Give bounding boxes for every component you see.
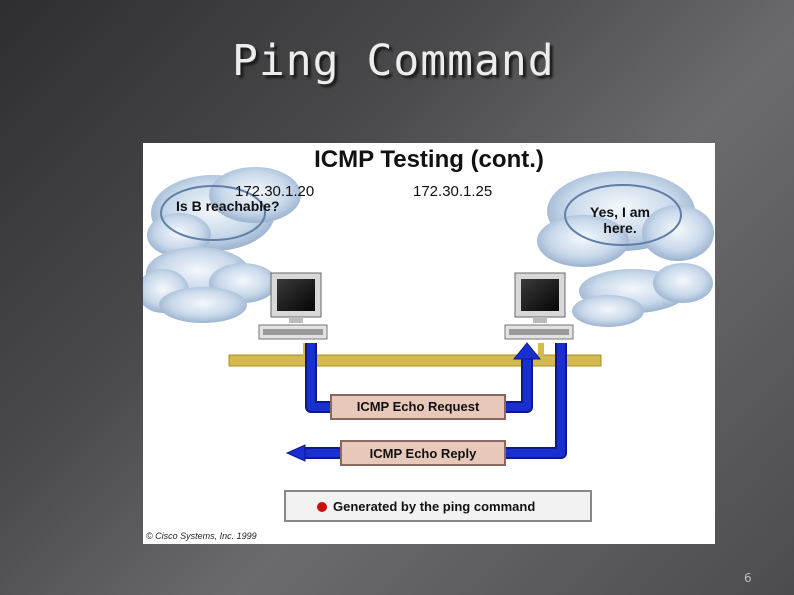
computer-b-icon [504, 272, 574, 340]
reply-label: ICMP Echo Reply [369, 446, 477, 461]
legend-dot-icon [317, 502, 327, 512]
legend: Generated by the ping command [289, 499, 587, 514]
thought-cloud-a [143, 167, 301, 323]
host-a-ip: 172.30.1.20 [235, 183, 315, 200]
legend-label: Generated by the ping command [333, 499, 536, 514]
bubble-a-text: Is B reachable? [176, 198, 280, 214]
request-label-box [330, 394, 506, 420]
reply-label-box [340, 440, 506, 466]
page-number: 6 [744, 571, 752, 585]
legend-box [284, 490, 592, 522]
icmp-diagram: ICMP Testing (cont.) 172.30.1.20 172.30.… [143, 143, 715, 544]
thought-cloud-b [537, 171, 714, 327]
computer-a-icon [258, 272, 328, 340]
host-b-ip: 172.30.1.25 [413, 183, 493, 200]
network-bus [228, 354, 602, 367]
bus-drop-b [538, 343, 544, 357]
slide-title: Ping Command [232, 36, 555, 86]
figure-title: ICMP Testing (cont.) [314, 146, 544, 173]
request-label: ICMP Echo Request [356, 399, 480, 414]
bubble-b-text: Yes, I am here. [590, 204, 650, 236]
copyright: © Cisco Systems, Inc. 1999 [146, 531, 257, 541]
diagram-graphics [143, 167, 714, 522]
